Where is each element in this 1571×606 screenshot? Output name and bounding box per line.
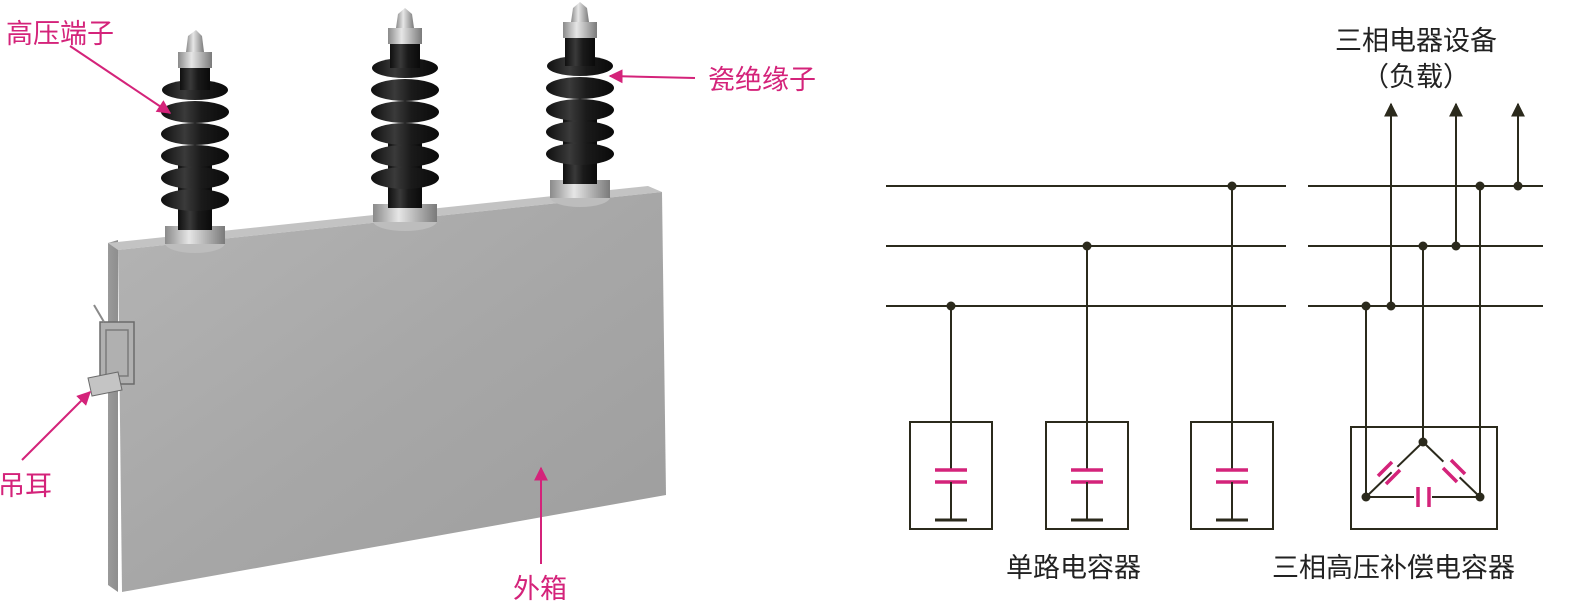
- insulator-arrow: [608, 69, 696, 84]
- single-capacitor-3: [1190, 181, 1274, 530]
- hv-terminal-label: 高压端子: [6, 19, 114, 50]
- schematic: 三相电器设备 （负载） 单路电容器 三相高压补偿电容器: [886, 26, 1543, 584]
- single-capacitor-2: [1045, 241, 1129, 530]
- bushing-middle: [371, 8, 439, 231]
- bushing-left: [161, 30, 229, 253]
- enclosure-label: 外箱: [513, 574, 567, 605]
- three-phase-capacitor-label: 三相高压补偿电容器: [1272, 553, 1515, 584]
- bushing-right: [546, 2, 614, 207]
- lifting-lug-arrow: [21, 391, 91, 461]
- tank-side: [108, 240, 118, 592]
- load-label-line2: （负载）: [1362, 62, 1470, 93]
- hv-terminal-arrow: [69, 45, 172, 114]
- load-taps: [1384, 102, 1525, 311]
- lifting-lug-label: 吊耳: [0, 471, 52, 502]
- lifting-lug: [87, 304, 135, 397]
- single-capacitor-1: [909, 301, 993, 530]
- single-capacitor-label: 单路电容器: [1006, 553, 1141, 584]
- load-label-line1: 三相电器设备: [1335, 26, 1497, 57]
- porcelain-insulator-label: 瓷绝缘子: [708, 65, 816, 96]
- capacitor-photo: 高压端子 瓷绝缘子 吊耳 外箱: [0, 2, 816, 605]
- three-phase-capacitor: [1350, 181, 1498, 530]
- tank-front: [118, 192, 666, 592]
